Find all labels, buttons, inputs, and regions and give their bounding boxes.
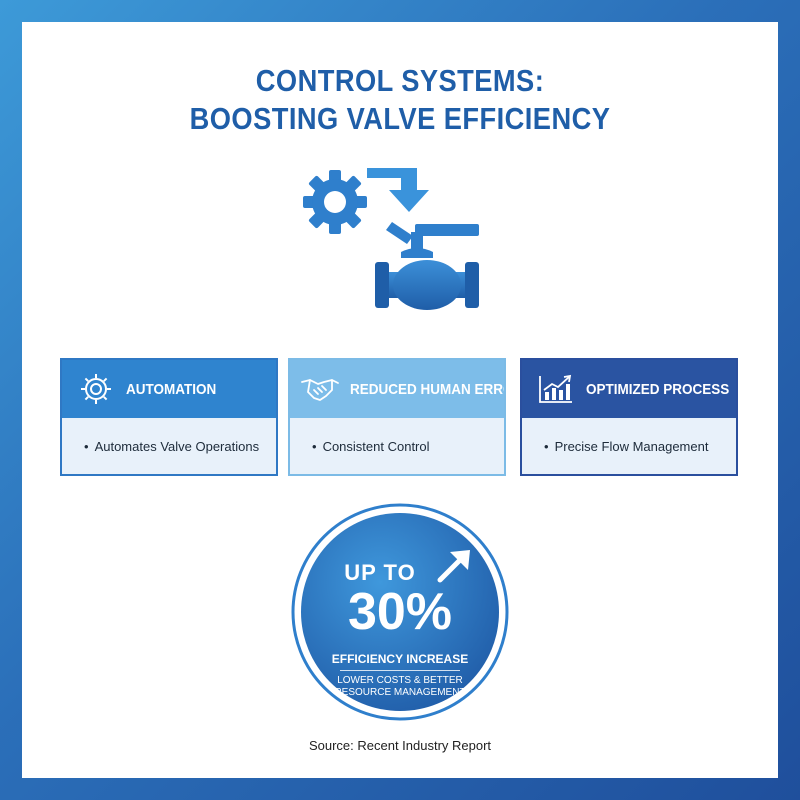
content-panel: CONTROL SYSTEMS: BOOSTING VALVE EFFICIEN…	[22, 22, 778, 778]
stat-subtext: LOWER COSTS & BETTER RESOURCE MANAGEMENT	[290, 675, 510, 699]
card-optimized-process-label: OPTIMIZED PROCESS	[586, 380, 730, 398]
bullet-icon: •	[84, 438, 89, 454]
stat-circle	[291, 503, 509, 721]
bullet-icon: •	[544, 438, 549, 454]
source-note: Source: Recent Industry Report	[308, 738, 492, 753]
page-title: CONTROL SYSTEMS: BOOSTING VALVE EFFICIEN…	[67, 62, 732, 138]
stat-sub-line-1: LOWER COSTS & BETTER	[337, 675, 463, 686]
stat-label: EFFICIENCY INCREASE	[331, 652, 469, 666]
card-optimized-process-header: OPTIMIZED PROCESS	[522, 360, 736, 418]
card-automation: AUTOMATION • Automates Valve Operations	[60, 358, 278, 476]
gear-valve-control-icon	[303, 168, 479, 310]
handshake-icon	[301, 379, 339, 401]
stat-sub-line-2: RESOURCE MANAGEMENT	[334, 687, 466, 698]
gear-icon	[81, 374, 111, 404]
card-optimized-process: OPTIMIZED PROCESS • Precise Flow Managem…	[520, 358, 738, 476]
title-line-1: CONTROL SYSTEMS:	[255, 63, 545, 98]
card-automation-header: AUTOMATION	[62, 360, 276, 418]
bullet-icon: •	[312, 438, 317, 454]
card-reduced-human-error-body: • Consistent Control	[290, 418, 504, 474]
stat-prefix: UP TO	[344, 560, 416, 585]
card-reduced-human-error: REDUCED HUMAN ERROR • Consistent Control	[288, 358, 506, 476]
stat-divider	[340, 670, 460, 671]
card-automation-bullet: Automates Valve Operations	[94, 438, 260, 454]
arrow-up-right-icon	[437, 550, 470, 583]
stat-value: 30%	[347, 583, 453, 641]
card-optimized-process-bullet: Precise Flow Management	[554, 438, 709, 454]
stat-text: UP TO 30% EFFICIENCY INCREASE LOWER COST…	[290, 502, 510, 722]
bar-chart-growth-icon	[539, 374, 572, 403]
card-optimized-process-body: • Precise Flow Management	[522, 418, 736, 474]
card-reduced-human-error-header: REDUCED HUMAN ERROR	[290, 360, 504, 418]
card-automation-label: AUTOMATION	[126, 380, 217, 398]
card-reduced-human-error-label: REDUCED HUMAN ERROR	[350, 380, 504, 398]
title-line-2: BOOSTING VALVE EFFICIENCY	[189, 101, 611, 136]
card-automation-body: • Automates Valve Operations	[62, 418, 276, 474]
card-reduced-human-error-bullet: Consistent Control	[322, 438, 430, 454]
